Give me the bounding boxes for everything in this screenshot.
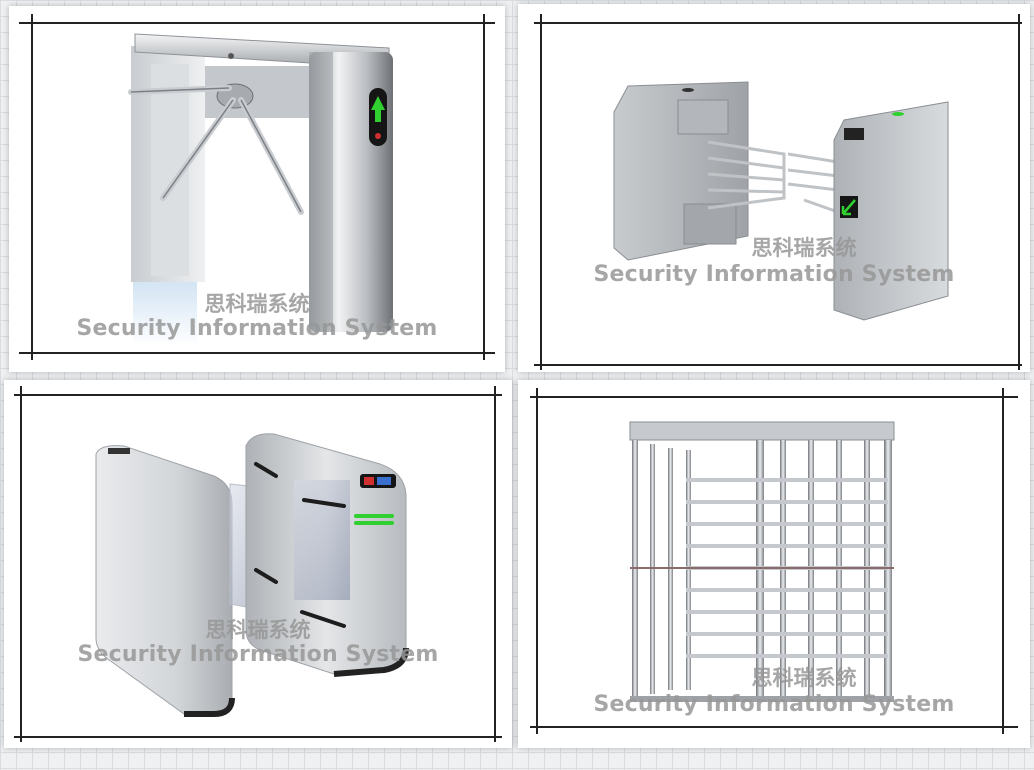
crop-mark-bottom [530,726,1018,728]
watermark-english: Security Information System [593,262,955,287]
photo-flap-barrier-turnstile: 思科瑞系统 Security Information System [4,380,512,748]
crop-mark-right [483,14,485,360]
crop-mark-top [534,22,1022,24]
crop-mark-top [14,394,502,396]
crop-mark-left [20,386,22,742]
crop-mark-right [494,386,496,742]
crop-mark-left [31,14,33,360]
crop-mark-bottom [19,352,495,354]
watermark-english: Security Information System [593,692,955,717]
watermark-chinese: 思科瑞系统 [204,292,310,316]
watermark-english: Security Information System [77,642,439,667]
crop-mark-right [1018,14,1020,370]
photo-swing-gate-turnstile: 思科瑞系统 Security Information System [518,4,1030,372]
crop-mark-top [530,396,1018,398]
crop-mark-right [1002,388,1004,734]
crop-mark-bottom [14,736,502,738]
flap-barrier-image [95,433,409,717]
watermark-chinese: 思科瑞系统 [205,618,311,642]
watermark-chinese: 思科瑞系统 [751,666,857,690]
photo-full-height-turnstile: 思科瑞系统 Security Information System [518,380,1030,748]
tripod-turnstile-image [128,33,393,346]
watermark-english: Security Information System [76,316,438,341]
crop-mark-left [540,14,542,370]
crop-mark-top [19,22,495,24]
watermark-chinese: 思科瑞系统 [751,236,857,260]
photo-tripod-turnstile: 思科瑞系统 Security Information System [9,6,505,372]
crop-mark-bottom [534,364,1022,366]
swing-gate-image [613,81,949,321]
full-height-turnstile-image [629,421,895,702]
crop-mark-left [536,388,538,734]
